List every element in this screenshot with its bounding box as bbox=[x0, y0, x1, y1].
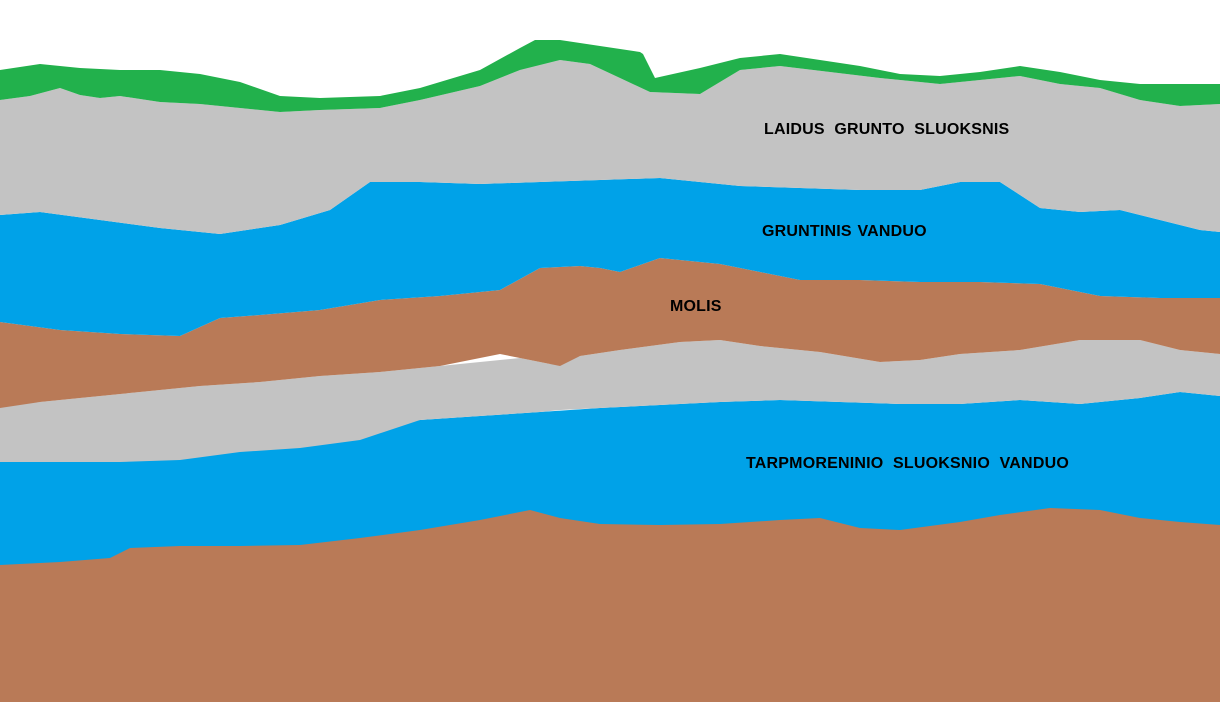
inter-moraine-water-label: TARPMORENINIO SLUOKSNIO VANDUO bbox=[746, 455, 1069, 472]
clay-layer bbox=[0, 258, 1220, 408]
permeable-soil-layer bbox=[0, 60, 1220, 234]
clay-label: MOLIS bbox=[670, 298, 722, 315]
inter-moraine-gravel-layer bbox=[0, 340, 1220, 462]
permeable-soil-label: LAIDUS GRUNTO SLUOKSNIS bbox=[764, 121, 1010, 138]
grass-layer bbox=[0, 40, 1220, 112]
groundwater-label: GRUNTINIS VANDUO bbox=[762, 223, 927, 240]
